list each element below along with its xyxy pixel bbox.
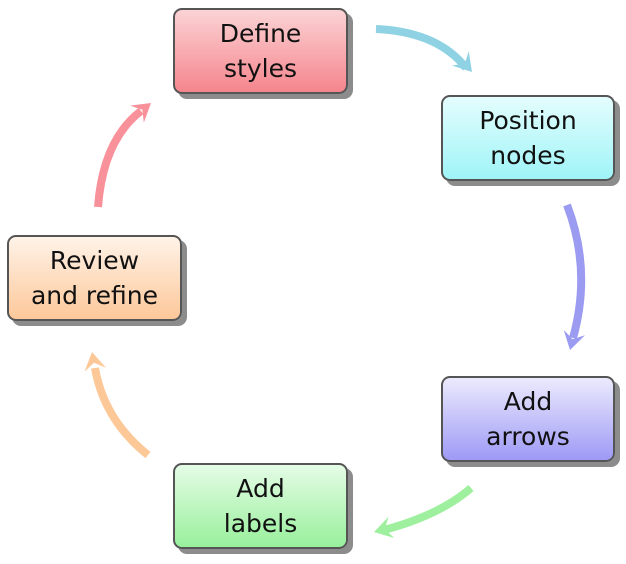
arrow-shaft xyxy=(94,107,144,208)
node-label-line: arrows xyxy=(486,422,570,451)
arrow-shaft xyxy=(382,484,474,534)
arrowhead xyxy=(563,329,585,350)
node-label-line: labels xyxy=(223,509,298,538)
node-add-arrows: Add arrows xyxy=(441,376,615,462)
arrow-add-arrows-to-add-labels xyxy=(374,484,474,538)
arrowhead xyxy=(130,103,151,123)
arrow-review-and-refine-to-define-styles xyxy=(94,103,151,208)
arrow-shaft xyxy=(91,367,151,459)
node-label-line: Add xyxy=(503,387,553,416)
node-review-and-refine: Review and refine xyxy=(7,235,182,321)
arrow-shaft xyxy=(375,25,470,71)
arrowhead xyxy=(451,51,472,72)
node-position-nodes: Position nodes xyxy=(441,95,615,181)
arrow-shaft xyxy=(563,203,586,340)
arrowhead xyxy=(374,516,395,538)
node-label-line: Position xyxy=(479,106,577,135)
arrow-position-nodes-to-add-arrows xyxy=(563,203,586,350)
arrow-add-labels-to-review-and-refine xyxy=(84,352,151,459)
node-add-labels: Add labels xyxy=(173,463,348,549)
node-label-line: Add xyxy=(236,474,285,503)
arrow-define-styles-to-position-nodes xyxy=(375,25,472,72)
arrowhead xyxy=(84,352,106,372)
node-define-styles: Define styles xyxy=(173,8,348,94)
node-label-line: styles xyxy=(224,54,297,83)
node-label-line: Review xyxy=(49,246,140,275)
node-label-line: and refine xyxy=(30,281,159,310)
node-label-line: nodes xyxy=(490,141,566,170)
node-label-line: Define xyxy=(219,19,302,48)
